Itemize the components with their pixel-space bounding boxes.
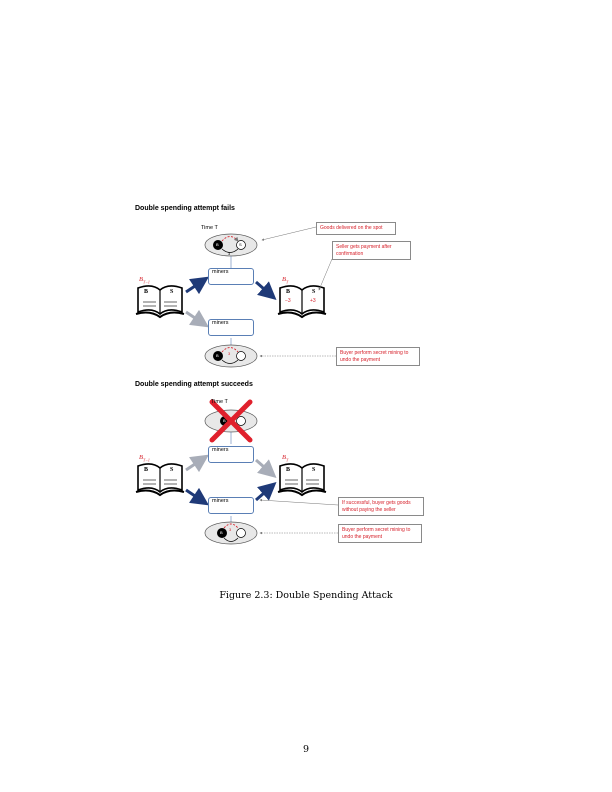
top-book-right-letter-b: B xyxy=(286,289,291,295)
bottom-book-right-letter-b: B xyxy=(286,467,291,473)
miners-label: miners xyxy=(212,269,229,275)
bottom-book-left-letter-s: S xyxy=(170,467,174,473)
miners-label: miners xyxy=(212,498,229,504)
top-note-goods-delivered: Goods delivered on the spot xyxy=(316,222,396,235)
top-time-label: Time T xyxy=(201,225,218,231)
top-book-left xyxy=(135,285,185,319)
top-node-amount: 3 xyxy=(228,251,231,256)
top-book-right-plus: +3 xyxy=(310,298,316,304)
top-node-seller: S xyxy=(239,242,242,247)
double-spending-figure: Double spending attempt fails Time T min… xyxy=(135,205,424,545)
bottom-miners-box: miners xyxy=(208,446,254,463)
top-book-left-label: BT−1 xyxy=(139,276,150,285)
top-miners-lower-box: miners xyxy=(208,319,254,336)
top-miners-box: miners xyxy=(208,268,254,285)
top-book-right xyxy=(277,285,327,319)
bottom-book-left xyxy=(135,463,185,497)
top-book-right-label: BT xyxy=(282,276,289,285)
bottom-book-left-label: BT−1 xyxy=(139,454,150,463)
top-secret-node-amount: 3 xyxy=(228,351,231,356)
bottom-panel-heading: Double spending attempt succeeds xyxy=(135,381,253,388)
top-node-buyer: B xyxy=(216,242,219,247)
miners-label: miners xyxy=(212,447,229,453)
figure-caption: Figure 2.3: Double Spending Attack xyxy=(219,590,393,601)
page-number: 9 xyxy=(302,744,310,755)
top-secret-node-buyer: B xyxy=(216,353,219,358)
bottom-miners-lower-box: miners xyxy=(208,497,254,514)
bottom-book-right-label: BT xyxy=(282,454,289,463)
top-note-seller-payment: Seller gets payment after confirmation xyxy=(332,241,411,260)
top-panel-heading: Double spending attempt fails xyxy=(135,205,235,212)
bottom-node-buyer: B xyxy=(223,418,226,423)
top-note-secret-mining: Buyer perform secret mining to undo the … xyxy=(336,347,420,366)
figure-graphics xyxy=(135,226,339,545)
bottom-note-successful: If successful, buyer gets goods without … xyxy=(338,497,424,516)
top-tx-ellipse xyxy=(204,233,258,257)
bottom-note-secret-mining: Buyer perform secret mining to undo the … xyxy=(338,524,422,543)
miners-label: miners xyxy=(212,320,229,326)
top-book-right-letter-s: S xyxy=(312,289,316,295)
bottom-book-left-letter-b: B xyxy=(144,467,149,473)
cross-mark-icon xyxy=(209,399,253,443)
top-secret-tx-ellipse xyxy=(204,344,258,368)
top-book-left-letter-b: B xyxy=(144,289,149,295)
top-book-right-minus: −3 xyxy=(285,298,291,304)
bottom-book-right-letter-s: S xyxy=(312,467,316,473)
bottom-book-right xyxy=(277,463,327,497)
top-book-left-letter-s: S xyxy=(170,289,174,295)
bottom-secret-node-buyer: B xyxy=(220,530,223,535)
bottom-time-label: Time T xyxy=(211,399,228,405)
bottom-secret-tx-ellipse xyxy=(204,521,258,545)
bottom-secret-node-amount: 3 xyxy=(229,527,232,532)
